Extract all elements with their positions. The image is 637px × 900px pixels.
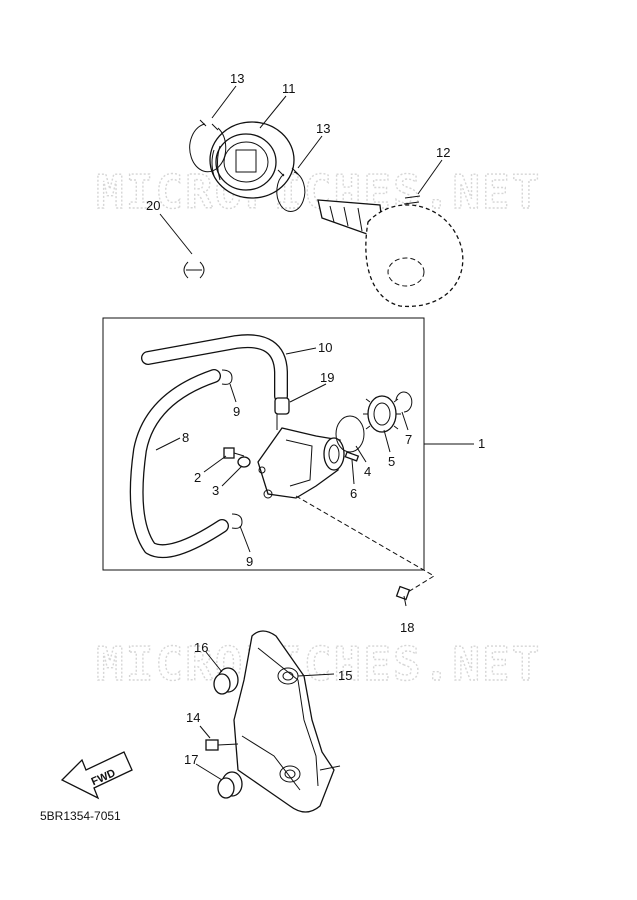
hose-part-8	[129, 369, 229, 559]
leader-5	[383, 429, 391, 453]
leader-9-top	[229, 383, 237, 403]
leader-8	[155, 437, 181, 451]
callout-11: 11	[282, 81, 296, 96]
callout-9-top: 9	[233, 404, 240, 419]
assembly-line-18	[295, 495, 435, 593]
leader-14	[199, 725, 211, 739]
callout-1: 1	[478, 436, 485, 451]
leader-12	[417, 159, 443, 195]
leader-17	[195, 763, 223, 781]
circlip-part-13-left	[189, 119, 227, 173]
leader-20	[159, 213, 193, 255]
callout-9-bottom: 9	[246, 554, 253, 569]
hose-clip-part-9-top	[221, 369, 233, 385]
leader-3	[221, 465, 243, 487]
callout-5: 5	[388, 454, 395, 469]
leader-10	[285, 347, 317, 355]
leader-19	[289, 383, 327, 403]
leader-13b	[297, 135, 323, 169]
crankshaft-part	[317, 195, 464, 308]
gear-part-5	[363, 395, 401, 433]
diagram-code: 5BR1354-7051	[40, 809, 121, 823]
circlip-part-13-right	[276, 167, 306, 212]
callout-10: 10	[318, 340, 332, 355]
leader-6	[351, 459, 355, 485]
callout-15: 15	[338, 668, 352, 683]
o-ring-part-4	[335, 415, 365, 453]
watermark-top: MICROFICHES.NET	[96, 165, 541, 219]
washer-part-3	[237, 456, 251, 468]
pin-part-6	[344, 451, 360, 462]
leader-2	[203, 455, 227, 473]
leader-13a	[211, 85, 237, 119]
callout-18: 18	[400, 620, 414, 635]
callout-7: 7	[405, 432, 412, 447]
leader-16	[205, 651, 223, 673]
circlip-part-7	[395, 391, 413, 413]
callout-3: 3	[212, 483, 219, 498]
callout-8: 8	[182, 430, 189, 445]
callout-13-top-right: 13	[316, 121, 330, 136]
leader-7	[401, 411, 409, 431]
callout-12: 12	[436, 145, 450, 160]
callout-13-top-left: 13	[230, 71, 244, 86]
pulley-part-11	[209, 121, 295, 199]
leader-11	[259, 95, 287, 129]
oil-pump-body	[257, 414, 345, 499]
hose-clip-part-9-bottom	[231, 513, 243, 529]
callout-4: 4	[364, 464, 371, 479]
collar-part-19	[274, 397, 290, 415]
grommet-part-16	[213, 667, 239, 695]
callout-16: 16	[194, 640, 208, 655]
callout-19: 19	[320, 370, 334, 385]
leader-9-bottom	[239, 525, 251, 553]
callout-20: 20	[146, 198, 160, 213]
bolt-part-18	[395, 585, 411, 607]
callout-17: 17	[184, 752, 198, 767]
leader-4	[355, 445, 367, 463]
callout-14: 14	[186, 710, 200, 725]
bolt-part-14	[205, 739, 239, 751]
hose-part-10	[141, 334, 288, 403]
forward-arrow-icon: FWD	[60, 751, 133, 800]
callout-2: 2	[194, 470, 201, 485]
callout-6: 6	[350, 486, 357, 501]
leader-15	[297, 673, 335, 677]
watermark-bottom: MICROFICHES.NET	[96, 637, 541, 691]
grommet-part-17	[217, 771, 243, 799]
clip-part-20	[183, 261, 205, 279]
bolt-part-2	[223, 447, 245, 459]
